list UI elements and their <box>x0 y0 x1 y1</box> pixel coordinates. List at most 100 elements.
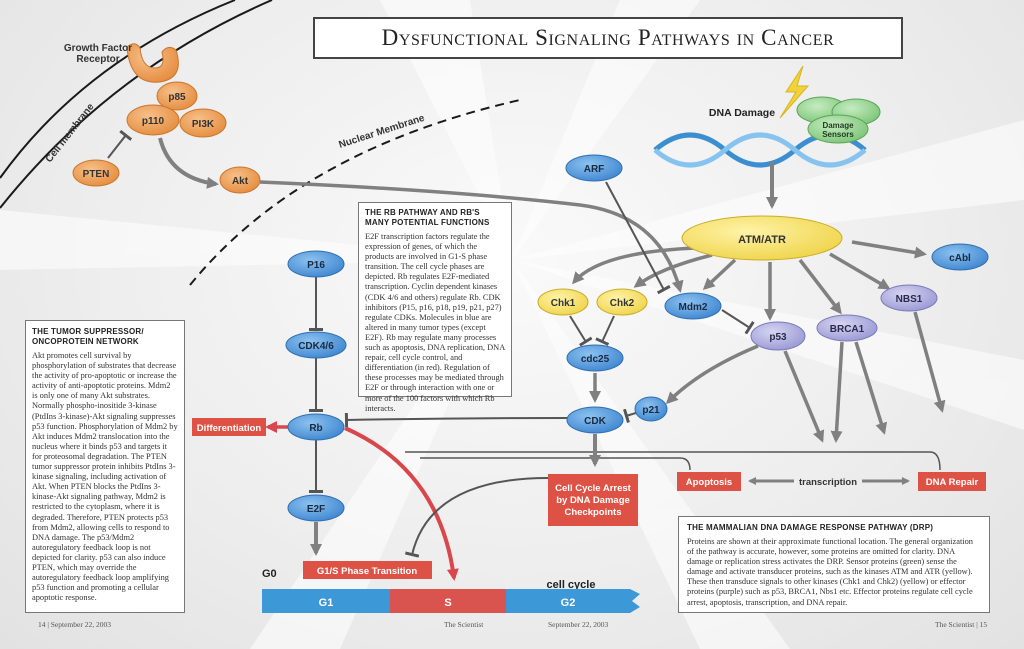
node-cdc25: cdc25 <box>566 344 624 372</box>
svg-text:Sensors: Sensors <box>822 130 854 139</box>
svg-text:ATM/ATR: ATM/ATR <box>738 234 786 246</box>
footer-center-left: The Scientist <box>444 620 484 629</box>
svg-text:Mdm2: Mdm2 <box>679 302 708 313</box>
svg-text:cAbl: cAbl <box>949 253 971 264</box>
svg-text:Rb: Rb <box>309 423 322 434</box>
node-p85: p85 <box>156 81 198 111</box>
cell-cycle-arrest-box: Cell Cycle Arrest by DNA Damage Checkpoi… <box>548 474 638 526</box>
damage-sensors: Damage Sensors <box>796 96 881 144</box>
footer-right: The Scientist | 15 <box>935 620 988 629</box>
brca1-to-outcome-arrow-1 <box>830 341 844 443</box>
cell-cycle-bar: G1 S G2 <box>262 589 640 613</box>
title-box: Dysfunctional Signaling Pathways in Canc… <box>313 17 903 59</box>
pten-inhibits-p110 <box>107 129 133 159</box>
svg-text:p53: p53 <box>769 332 787 343</box>
svg-text:G1/S Phase Transition: G1/S Phase Transition <box>317 566 418 577</box>
svg-text:by DNA Damage: by DNA Damage <box>556 495 630 506</box>
node-mdm2: Mdm2 <box>664 292 722 320</box>
node-p16: P16 <box>287 250 345 278</box>
svg-text:p21: p21 <box>642 405 660 416</box>
svg-text:PTEN: PTEN <box>83 169 110 180</box>
node-arf: ARF <box>565 154 623 182</box>
transcription-label: transcription <box>799 477 857 488</box>
growth-factor-receptor-label: Growth Factor <box>64 43 132 54</box>
outcome-connector-line-2 <box>420 457 691 471</box>
chk1-inhibits-cdc25 <box>569 315 593 347</box>
growth-factor-receptor-shape <box>126 43 179 83</box>
svg-text:Akt: Akt <box>232 176 249 187</box>
tumor-suppressor-textbox: The tumor suppressor/ oncoprotein networ… <box>25 320 185 613</box>
phase-s-label: S <box>444 597 451 609</box>
arf-inhibits-mdm2 <box>605 181 671 295</box>
brca1-to-outcome-arrow-2 <box>854 341 888 435</box>
svg-text:ARF: ARF <box>584 164 605 175</box>
node-p21: p21 <box>634 396 668 422</box>
node-p53: p53 <box>750 321 806 351</box>
svg-text:Cell Cycle Arrest: Cell Cycle Arrest <box>555 483 632 494</box>
cdk-inhibits-rb <box>344 412 569 428</box>
outcome-connector-line <box>405 451 941 471</box>
node-cdk: CDK <box>566 406 624 434</box>
node-chk2: Chk2 <box>596 288 648 316</box>
p110-to-akt-arrow <box>158 137 219 189</box>
svg-text:P16: P16 <box>307 260 325 271</box>
atm-to-chk2-arrow <box>633 253 713 288</box>
node-e2f: E2F <box>287 494 345 522</box>
svg-text:Damage: Damage <box>822 121 854 130</box>
p53-to-p21-arrow <box>665 344 759 405</box>
tumor-suppressor-body: Akt promotes cell survival by phosphoryl… <box>32 351 178 603</box>
footer-left: 14 | September 22, 2003 <box>38 620 111 629</box>
atm-to-mdm2-arrow <box>702 258 737 291</box>
node-atm-atr: ATM/ATR <box>681 215 843 261</box>
chk2-inhibits-cdc25 <box>595 315 615 346</box>
svg-text:Chk1: Chk1 <box>551 298 576 309</box>
svg-text:cdc25: cdc25 <box>581 354 610 365</box>
drp-title: The mammalian DNA damage response pathwa… <box>687 523 934 532</box>
phase-g2-label: G2 <box>561 597 576 609</box>
growth-factor-receptor-label-2: Receptor <box>76 54 119 65</box>
mdm2-inhibits-p53 <box>721 309 755 335</box>
g0-label: G0 <box>262 568 277 580</box>
footer-center-right: September 22, 2003 <box>548 620 609 629</box>
phase-g2 <box>506 589 630 613</box>
cell-membrane-line-inner <box>0 0 273 209</box>
apoptosis-box: Apoptosis <box>677 472 741 491</box>
tumor-suppressor-title: The tumor suppressor/ oncoprotein networ… <box>32 327 144 346</box>
dna-helix-strand-b <box>653 132 867 168</box>
node-pi3k: PI3K <box>179 108 227 138</box>
rb-pathway-body: E2F transcription factors regulate the e… <box>365 232 505 413</box>
dna-damage-label: DNA Damage <box>709 107 775 119</box>
node-p110: p110 <box>126 104 180 136</box>
nuclear-membrane-line <box>189 99 521 286</box>
node-brca1: BRCA1 <box>816 314 878 342</box>
atm-to-nbs1-arrow <box>829 252 891 290</box>
node-akt: Akt <box>219 166 261 194</box>
rb-to-s-phase-arrow <box>344 426 459 581</box>
svg-text:PI3K: PI3K <box>192 119 215 130</box>
nbs1-to-outcome-arrow <box>913 311 946 413</box>
g1s-transition-box: G1/S Phase Transition <box>303 561 432 579</box>
page-title: Dysfunctional Signaling Pathways in Canc… <box>381 25 835 50</box>
node-pten: PTEN <box>72 159 120 187</box>
svg-text:BRCA1: BRCA1 <box>830 324 865 335</box>
phase-s <box>390 589 506 613</box>
differentiation-box: Differentiation <box>192 418 266 436</box>
dna-repair-box: DNA Repair <box>918 472 986 491</box>
svg-text:Apoptosis: Apoptosis <box>686 477 732 488</box>
atm-to-cabl-arrow <box>851 240 927 259</box>
drp-body: Proteins are shown at their approximate … <box>687 537 973 607</box>
svg-text:p110: p110 <box>142 116 165 127</box>
svg-text:CDK4/6: CDK4/6 <box>298 341 334 352</box>
svg-text:DNA Repair: DNA Repair <box>926 477 979 488</box>
rb-pathway-textbox: The Rb pathway and Rb's many potential f… <box>358 202 512 413</box>
lightning-bolt-icon <box>779 65 810 119</box>
cell-membrane-label: Cell membrane <box>44 101 97 165</box>
phase-g1-label: G1 <box>319 597 334 609</box>
rb-pathway-title: The Rb pathway and Rb's many potential f… <box>365 208 490 227</box>
node-rb: Rb <box>287 413 345 441</box>
p53-to-outcome-arrow-1 <box>783 350 825 443</box>
node-cdk46: CDK4/6 <box>285 331 347 359</box>
phase-g1 <box>262 589 390 613</box>
p21-inhibits-cdk <box>623 408 637 423</box>
